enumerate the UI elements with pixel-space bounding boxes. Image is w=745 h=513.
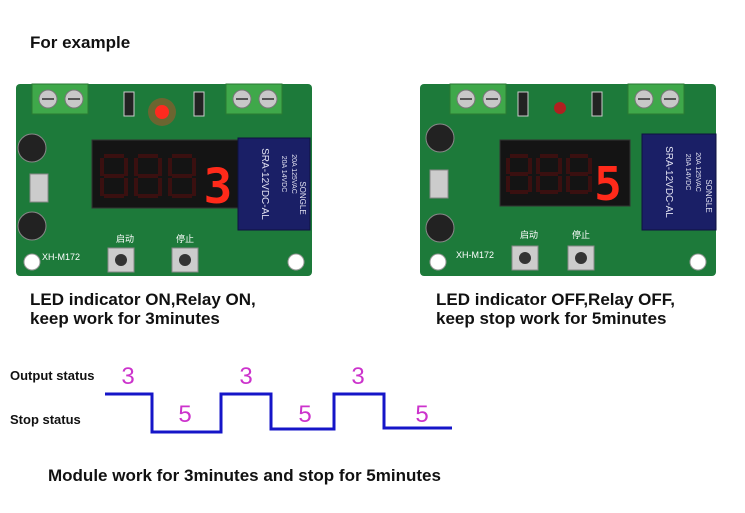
capacitor [17,133,47,163]
terminal-block-left [31,83,89,115]
status-led-on [155,105,169,119]
segment-label: 3 [121,363,134,390]
mounting-hole [689,253,707,271]
capacitor [17,211,47,241]
diode [517,91,529,117]
display-digit: 3 [204,159,233,215]
relay-brand-text: SONGLE [704,179,713,212]
segment-label: 5 [415,401,428,428]
model-label: XH-M172 [42,252,80,262]
regulator [429,169,449,199]
diode [123,91,135,117]
diode [591,91,603,117]
segment-label: 5 [298,401,311,428]
capacitor [425,123,455,153]
relay-rating-text: 20A 14VDC [280,156,287,193]
relay-rating-text: 20A 125VAC [694,152,701,192]
relay-rating-text: 20A 14VDC [684,154,691,191]
output-status-label: Output status [10,368,95,383]
terminal-block-right [627,83,685,115]
left-caption: LED indicator ON,Relay ON, keep work for… [30,290,256,328]
page-title: For example [30,33,131,52]
dim-digit [506,154,592,194]
stop-button-cap [575,252,587,264]
mounting-hole [287,253,305,271]
mounting-hole [429,253,447,271]
start-button-cap [519,252,531,264]
mounting-hole [23,253,41,271]
relay-model-text: SRA-12VDC-AL [663,146,674,218]
timing-waveform [105,392,452,434]
start-label: 启动 [116,233,134,244]
stop-status-label: Stop status [10,412,81,427]
timing-diagram: 3 5 3 5 3 5 [105,363,452,434]
terminal-block-right [225,83,283,115]
start-button-cap [115,254,127,266]
stop-label: 停止 [572,229,590,240]
start-label: 启动 [520,229,538,240]
status-led-glow [148,98,176,126]
relay-rating-text: 20A 125VAC [290,154,297,194]
bottom-caption: Module work for 3minutes and stop for 5m… [48,466,441,485]
regulator [29,173,49,203]
status-led-off [554,102,566,114]
relay-module-photo-right: 5 SRA-12VDC-AL 20A 14VDC 20A 125VAC SONG… [420,83,717,276]
relay [641,133,717,231]
dim-digit [100,154,196,198]
display-digit: 5 [594,157,622,211]
segment-label: 5 [178,401,191,428]
terminal-block-left [449,83,507,115]
left-caption-line2: keep work for 3minutes [30,309,220,328]
segment-label: 3 [239,363,252,390]
relay [237,137,311,231]
stop-label: 停止 [176,233,194,244]
diode [193,91,205,117]
capacitor [425,213,455,243]
stop-button-cap [179,254,191,266]
relay-model-text: SRA-12VDC-AL [259,148,270,220]
right-caption-line1: LED indicator OFF,Relay OFF, [436,290,675,309]
segment-label: 3 [351,363,364,390]
right-caption: LED indicator OFF,Relay OFF, keep stop w… [436,290,675,328]
relay-module-photo-left: 3 SRA-12VDC-AL 20A 14VDC 20A 125VAC SONG… [16,83,312,276]
model-label: XH-M172 [456,250,494,260]
right-caption-line2: keep stop work for 5minutes [436,309,667,328]
relay-brand-text: SONGLE [298,181,307,214]
left-caption-line1: LED indicator ON,Relay ON, [30,290,256,309]
